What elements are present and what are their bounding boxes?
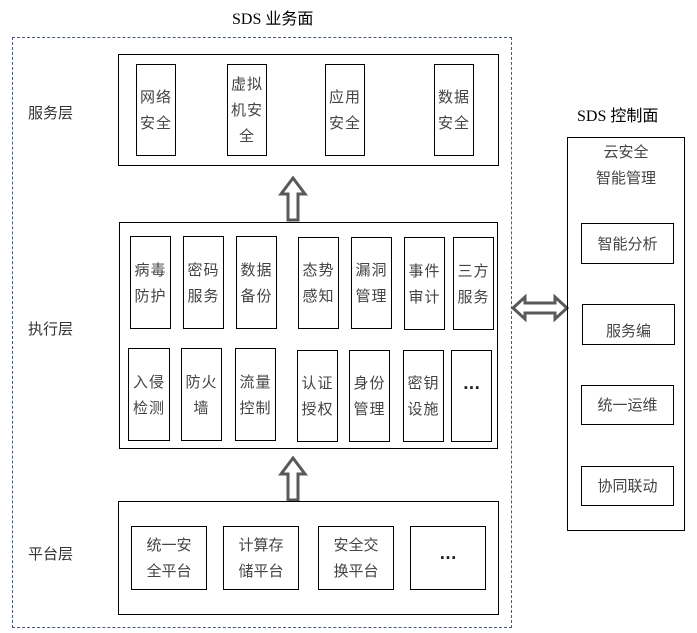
execution-item: 事件审计 bbox=[404, 237, 445, 330]
service-layer-label: 服务层 bbox=[28, 104, 74, 122]
execution-item: 数据备份 bbox=[236, 236, 277, 329]
business-plane-title: SDS 业务面 bbox=[232, 11, 314, 28]
up-arrow-icon bbox=[278, 456, 308, 502]
platform-item: 统一安全平台 bbox=[131, 526, 207, 590]
service-item: 网络安全 bbox=[136, 64, 176, 156]
business-plane-boundary bbox=[12, 37, 512, 628]
platform-item-more: ··· bbox=[410, 526, 486, 590]
execution-item: 认证授权 bbox=[297, 350, 338, 442]
execution-item: 密码服务 bbox=[183, 236, 224, 329]
bidirectional-arrow-icon bbox=[510, 294, 570, 322]
service-item: 数据安全 bbox=[434, 64, 474, 156]
up-arrow-icon bbox=[278, 176, 308, 222]
execution-layer-box bbox=[119, 222, 498, 449]
control-plane-box bbox=[567, 137, 685, 531]
execution-item: 三方服务 bbox=[453, 237, 494, 330]
execution-item: 防火墙 bbox=[181, 348, 222, 441]
platform-item: 安全交换平台 bbox=[318, 526, 394, 590]
execution-item: 病毒防护 bbox=[130, 236, 171, 329]
control-item: 协同联动 bbox=[581, 466, 674, 506]
execution-item: 漏洞管理 bbox=[351, 237, 392, 329]
control-item: 服务编 bbox=[582, 304, 675, 345]
execution-item: 密钥设施 bbox=[403, 350, 444, 442]
platform-layer-box bbox=[118, 501, 499, 615]
platform-item: 计算存储平台 bbox=[223, 526, 299, 590]
execution-item: 入侵检测 bbox=[128, 348, 170, 441]
service-item: 应用安全 bbox=[325, 64, 365, 156]
control-item: 智能分析 bbox=[581, 223, 674, 264]
execution-item: 身份管理 bbox=[349, 350, 390, 442]
execution-layer-label: 执行层 bbox=[28, 320, 74, 338]
service-layer-box bbox=[118, 54, 499, 166]
execution-item-more: ··· bbox=[451, 350, 492, 442]
control-plane-header-line1: 云安全 bbox=[603, 143, 649, 161]
control-plane-header-line2: 智能管理 bbox=[595, 169, 656, 187]
execution-item: 态势感知 bbox=[298, 237, 339, 329]
platform-layer-label: 平台层 bbox=[28, 545, 74, 563]
service-item: 虚拟机安全 bbox=[227, 64, 267, 156]
control-item: 统一运维 bbox=[581, 385, 674, 425]
execution-item: 流量控制 bbox=[235, 348, 276, 441]
control-plane-title: SDS 控制面 bbox=[577, 108, 659, 125]
